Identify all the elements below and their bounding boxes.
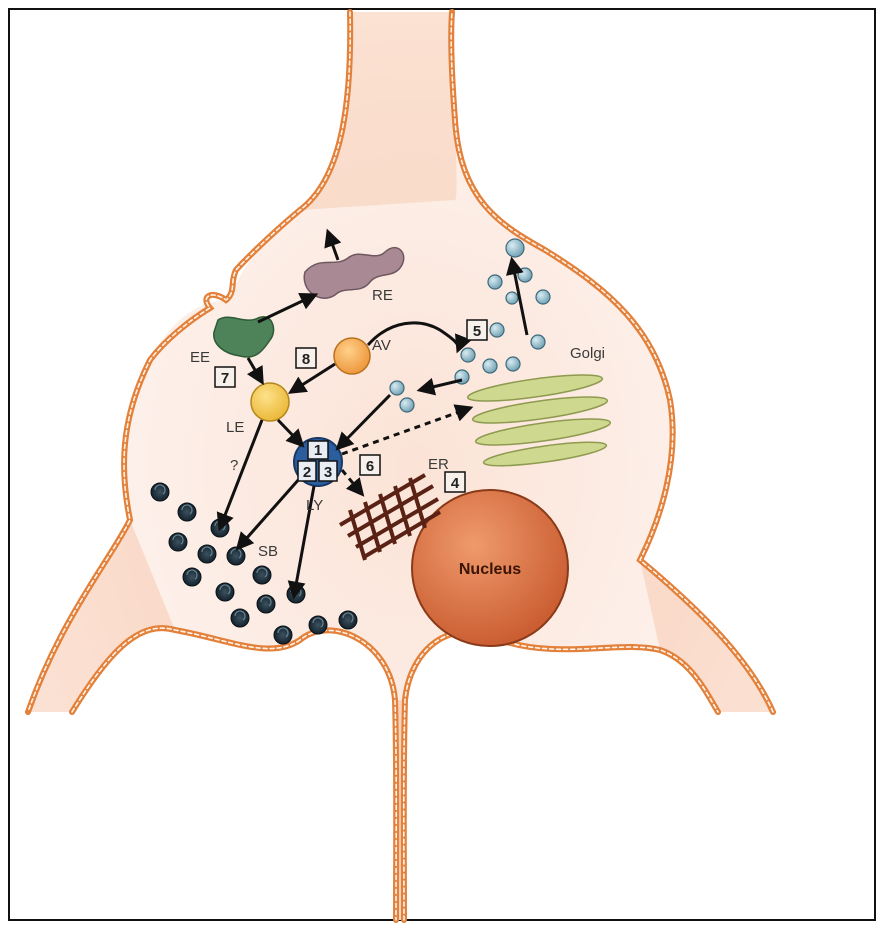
step-4-marker: 4 — [445, 472, 465, 492]
step-5-marker: 5 — [467, 320, 487, 340]
svg-text:7: 7 — [221, 370, 229, 387]
step-1-marker: 1 — [308, 441, 328, 459]
label-ee: EE — [190, 349, 210, 366]
label-golgi: Golgi — [570, 345, 605, 362]
svg-text:4: 4 — [451, 475, 460, 492]
svg-text:8: 8 — [302, 351, 310, 368]
step-2-marker: 2 — [298, 461, 316, 481]
svg-text:3: 3 — [324, 464, 332, 481]
step-6-marker: 6 — [360, 455, 380, 475]
label-sb: SB — [258, 543, 278, 560]
label-re: RE — [372, 287, 393, 304]
cell-body — [28, 12, 773, 920]
svg-text:5: 5 — [473, 323, 481, 340]
autophagic-vacuole — [334, 338, 370, 374]
label-av: AV — [372, 337, 391, 354]
late-endosome — [251, 383, 289, 421]
step-8-marker: 8 — [296, 348, 316, 368]
step-3-marker: 3 — [319, 461, 337, 481]
label-le: LE — [226, 419, 244, 436]
nucleus-label: Nucleus — [459, 561, 521, 578]
svg-text:6: 6 — [366, 458, 374, 475]
step-7-marker: 7 — [215, 367, 235, 387]
svg-text:2: 2 — [303, 464, 311, 481]
svg-text:1: 1 — [314, 442, 322, 459]
label-question: ? — [230, 457, 238, 474]
label-er: ER — [428, 456, 449, 473]
label-ly: LY — [306, 497, 323, 514]
